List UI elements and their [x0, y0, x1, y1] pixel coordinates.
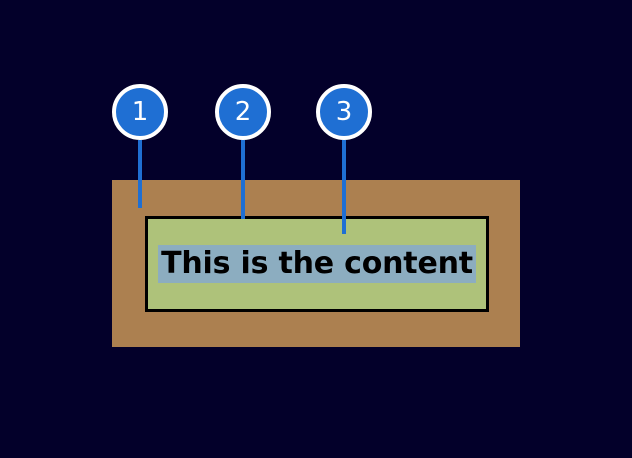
- callout-badge-1[interactable]: 1: [112, 84, 168, 140]
- callout-leader-line-3: [342, 140, 346, 234]
- content-text: This is the content: [158, 244, 476, 284]
- callout-badge-3[interactable]: 3: [316, 84, 372, 140]
- callout-leader-line-2: [241, 140, 245, 219]
- callout-badge-label-1: 1: [131, 97, 149, 127]
- callout-badge-label-2: 2: [234, 97, 252, 127]
- callout-leader-line-1: [138, 140, 142, 208]
- callout-badge-label-3: 3: [335, 97, 353, 127]
- callout-badge-2[interactable]: 2: [215, 84, 271, 140]
- border-box: This is the content: [145, 216, 489, 312]
